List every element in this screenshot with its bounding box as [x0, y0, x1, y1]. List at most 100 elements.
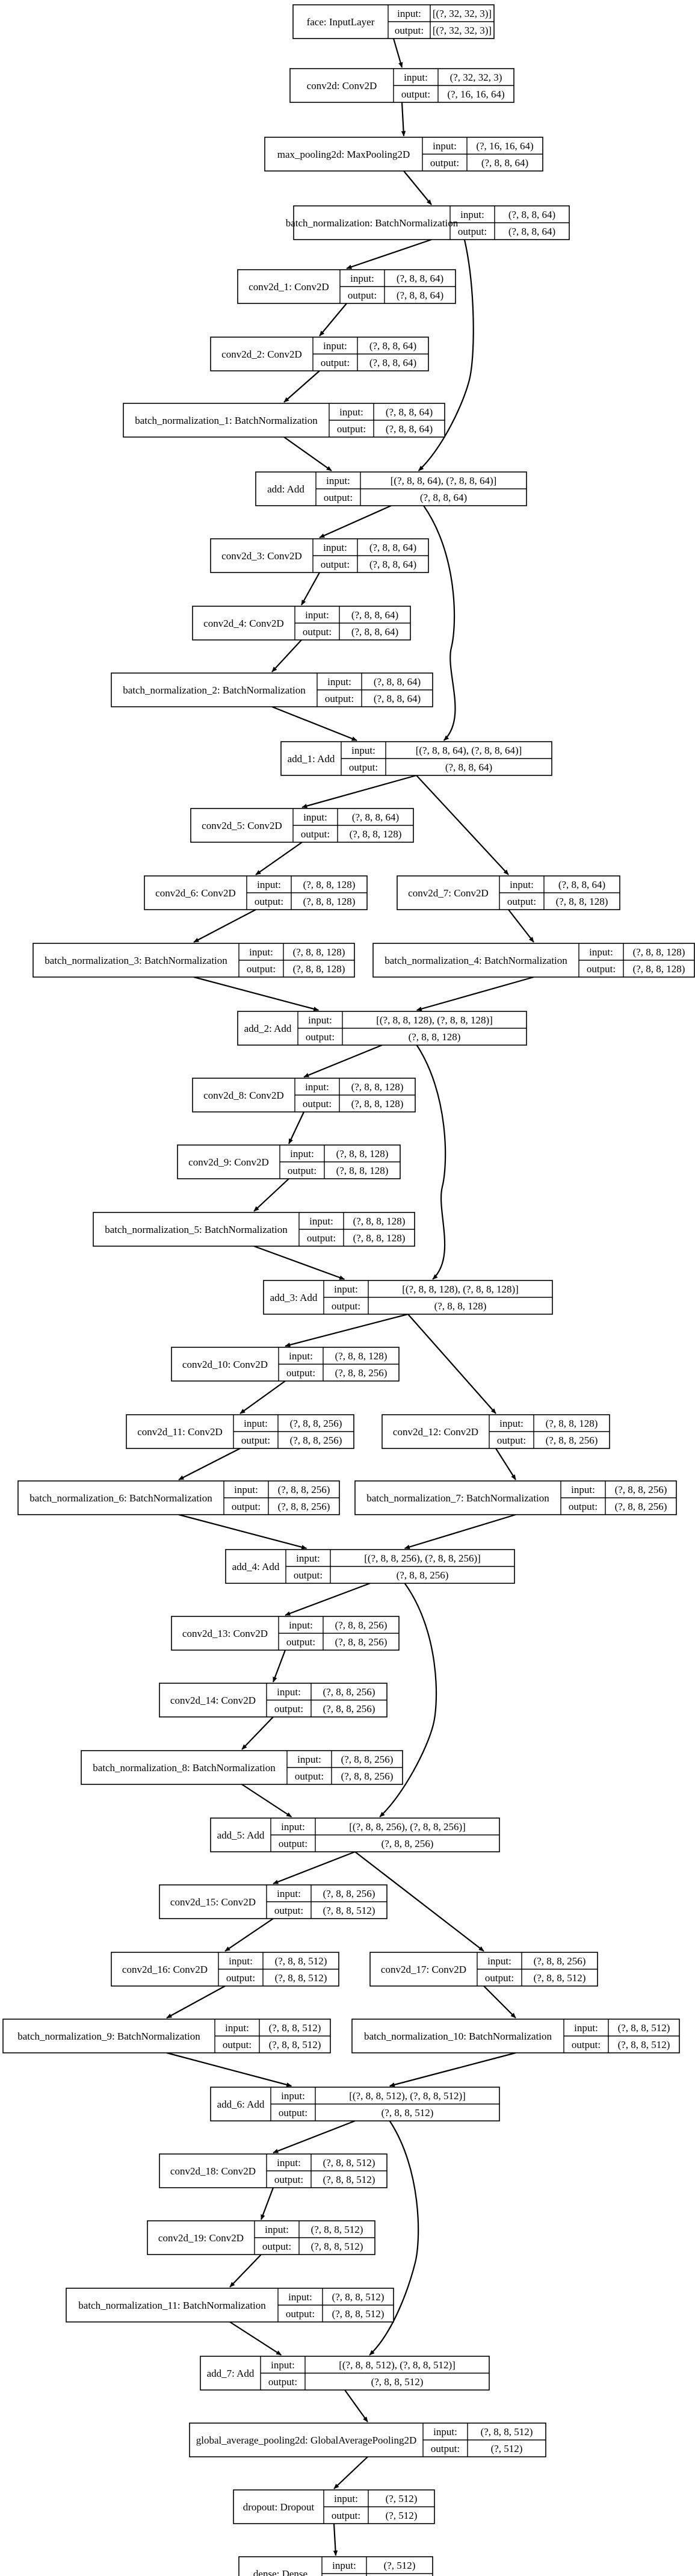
- edge-conv2d_5-to-conv2d_6: [255, 842, 303, 875]
- edge-add_3-to-conv2d_12: [407, 1314, 496, 1414]
- edge-bn_4-to-add_2: [416, 976, 534, 1011]
- output-label: output:: [226, 1972, 255, 1984]
- layer-name: batch_normalization_9: BatchNormalizatio…: [17, 2031, 200, 2042]
- output-shape: (?, 8, 8, 256): [341, 1771, 394, 1782]
- input-shape: [(?, 8, 8, 512), (?, 8, 8, 512)]: [339, 2359, 456, 2371]
- input-label: input:: [351, 745, 375, 756]
- layer-name: conv2d_16: Conv2D: [122, 1964, 208, 1975]
- input-label: input:: [290, 1148, 314, 1159]
- output-shape: (?, 8, 8, 512): [275, 1972, 327, 1984]
- layer-name: batch_normalization_10: BatchNormalizati…: [364, 2031, 552, 2042]
- output-label: output:: [301, 828, 330, 840]
- input-label: input:: [288, 2291, 312, 2303]
- output-shape: (?, 8, 8, 64): [351, 626, 398, 638]
- output-shape: (?, 8, 8, 512): [311, 2241, 363, 2252]
- input-label: input:: [271, 2359, 295, 2371]
- output-shape: (?, 8, 8, 512): [323, 2174, 375, 2185]
- output-label: output:: [572, 2039, 601, 2050]
- input-label: input:: [589, 946, 613, 958]
- output-shape: (?, 8, 8, 128): [351, 1098, 404, 1110]
- output-label: output:: [497, 1435, 526, 1446]
- edge-dropout-to-dense: [333, 2523, 338, 2556]
- layer-name: add: Add: [267, 483, 304, 495]
- input-shape: (?, 8, 8, 64): [558, 879, 605, 890]
- output-label: output:: [274, 1905, 303, 1916]
- layer-name: conv2d_15: Conv2D: [170, 1896, 256, 1908]
- output-shape: (?, 8, 8, 128): [303, 896, 356, 907]
- layer-node-bn_7: batch_normalization_7: BatchNormalizatio…: [354, 1480, 677, 1515]
- edge-conv2d_13-to-conv2d_14: [272, 1650, 286, 1683]
- output-shape: (?, 8, 8, 64): [386, 423, 433, 435]
- output-shape: (?, 8, 8, 512): [381, 2107, 434, 2118]
- input-shape: (?, 8, 8, 256): [341, 1754, 394, 1765]
- input-shape: (?, 8, 8, 256): [323, 1888, 375, 1899]
- input-shape: (?, 8, 8, 128): [303, 879, 356, 890]
- edge-conv2d_6-to-bn_3: [193, 909, 256, 943]
- layer-node-bn_6: batch_normalization_6: BatchNormalizatio…: [17, 1480, 340, 1515]
- input-shape: (?, 8, 8, 512): [311, 2224, 363, 2235]
- output-shape: (?, 8, 8, 64): [445, 762, 492, 773]
- edge-conv2d_1-to-conv2d_2: [319, 303, 347, 337]
- edge-gap-to-dropout: [333, 2456, 368, 2489]
- layer-name: batch_normalization_7: BatchNormalizatio…: [366, 1492, 549, 1504]
- output-label: output:: [274, 1703, 303, 1715]
- output-label: output:: [286, 1367, 315, 1379]
- output-shape: (?, 8, 8, 128): [293, 963, 345, 975]
- edge-bn_1-to-add: [283, 436, 332, 471]
- edge-add_3-to-conv2d_10: [285, 1313, 409, 1347]
- layer-name: add_2: Add: [244, 1023, 292, 1034]
- input-shape: (?, 512): [384, 2560, 416, 2571]
- input-label: input:: [305, 1081, 329, 1093]
- input-label: input:: [297, 1754, 321, 1765]
- output-label: output:: [247, 963, 276, 975]
- input-shape: (?, 512): [386, 2493, 418, 2504]
- input-label: input:: [305, 609, 329, 621]
- layer-name: batch_normalization_11: BatchNormalizati…: [78, 2300, 266, 2311]
- layer-name: conv2d_7: Conv2D: [408, 887, 489, 899]
- input-label: input:: [510, 879, 534, 890]
- layer-name: batch_normalization_8: BatchNormalizatio…: [93, 1762, 276, 1774]
- input-label: input:: [499, 1418, 524, 1429]
- edge-bn_2-to-add_1: [271, 706, 357, 742]
- layer-box: [225, 1549, 515, 1584]
- edge-conv2d_19-to-bn_11: [229, 2254, 262, 2288]
- output-shape: (?, 512): [491, 2443, 523, 2454]
- output-label: output:: [485, 1972, 514, 1984]
- layer-box: [238, 2556, 433, 2576]
- layer-name: add_5: Add: [217, 1830, 265, 1841]
- output-shape: (?, 16, 16, 64): [447, 88, 504, 100]
- output-label: output:: [303, 1098, 332, 1110]
- edge-bn_6-to-add_4: [178, 1513, 307, 1550]
- input-label: input:: [309, 1215, 333, 1227]
- input-shape: (?, 8, 8, 512): [332, 2291, 385, 2303]
- edge-bn_9-to-add_6: [166, 2052, 292, 2087]
- edge-bn_10-to-add_6: [389, 2052, 516, 2087]
- output-label: output:: [274, 2174, 303, 2185]
- input-shape: (?, 8, 8, 128): [336, 1148, 389, 1159]
- input-shape: (?, 8, 8, 512): [269, 2022, 321, 2034]
- input-shape: (?, 8, 8, 128): [353, 1215, 406, 1227]
- output-label: output:: [321, 357, 350, 368]
- layer-name: batch_normalization_5: BatchNormalizatio…: [105, 1224, 288, 1235]
- edge-add_4-to-add_5: [379, 1583, 437, 1817]
- input-label: input:: [327, 676, 351, 687]
- input-shape: (?, 16, 16, 64): [476, 140, 533, 152]
- input-shape: (?, 8, 8, 64): [352, 812, 399, 823]
- output-label: output:: [507, 896, 536, 907]
- input-shape: (?, 8, 8, 64): [397, 273, 443, 284]
- output-label: output:: [569, 1501, 598, 1512]
- layer-node-bn_3: batch_normalization_3: BatchNormalizatio…: [32, 943, 355, 978]
- input-label: input:: [433, 140, 457, 152]
- layer-name: conv2d_3: Conv2D: [221, 550, 302, 562]
- input-shape: (?, 8, 8, 64): [508, 209, 555, 220]
- layer-name: conv2d_14: Conv2D: [170, 1695, 256, 1706]
